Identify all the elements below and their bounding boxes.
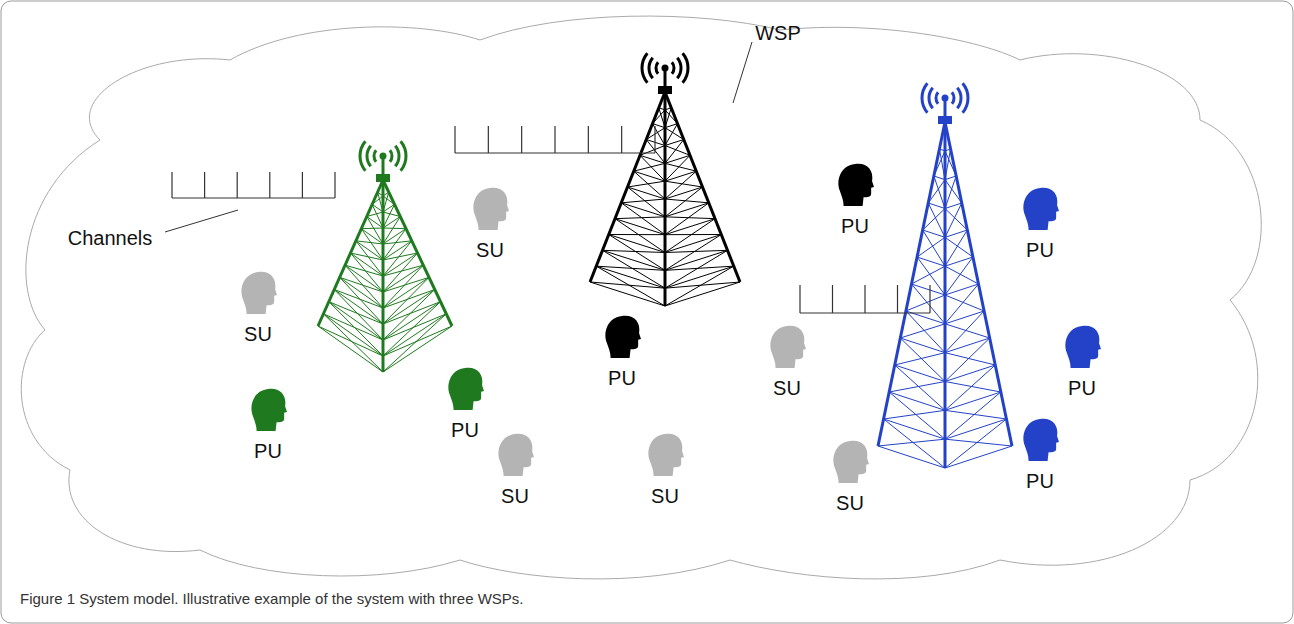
user-icon	[251, 389, 287, 431]
user-icon	[770, 326, 806, 368]
user-icon	[241, 272, 277, 314]
cloud-outline	[21, 16, 1261, 579]
user-label: SU	[501, 486, 529, 506]
user-icon	[1065, 326, 1101, 368]
user-icon	[838, 164, 874, 206]
user-icons	[241, 164, 1101, 483]
leader-line	[733, 42, 752, 103]
channel-ladder	[800, 285, 930, 313]
user-label: SU	[244, 324, 272, 344]
channel-ladders	[172, 126, 930, 313]
user-icon	[1023, 188, 1059, 230]
user-label: PU	[1026, 240, 1054, 260]
user-icon	[648, 434, 684, 476]
user-label: PU	[254, 441, 282, 461]
user-label: PU	[841, 216, 869, 236]
tower	[878, 83, 1012, 468]
tower	[318, 141, 452, 372]
user-label: SU	[836, 493, 864, 513]
figure-caption: Figure 1 System model. Illustrative exam…	[20, 590, 524, 608]
user-icon	[833, 441, 869, 483]
user-label: SU	[476, 240, 504, 260]
user-label: PU	[451, 420, 479, 440]
leader-line	[165, 210, 238, 232]
user-icon	[498, 434, 534, 476]
user-label: SU	[651, 486, 679, 506]
user-label: PU	[1068, 378, 1096, 398]
channel-ladder	[172, 172, 335, 198]
towers	[318, 53, 1012, 468]
callout-label: Channels	[68, 228, 153, 248]
user-icon	[605, 316, 641, 358]
channel-ladder	[455, 126, 655, 153]
tower	[590, 53, 740, 306]
user-icon	[473, 188, 509, 230]
user-icon	[1023, 419, 1059, 461]
callout-label: WSP	[755, 23, 801, 43]
user-icon	[448, 368, 484, 410]
user-label: SU	[773, 378, 801, 398]
user-label: PU	[608, 368, 636, 388]
user-label: PU	[1026, 471, 1054, 491]
